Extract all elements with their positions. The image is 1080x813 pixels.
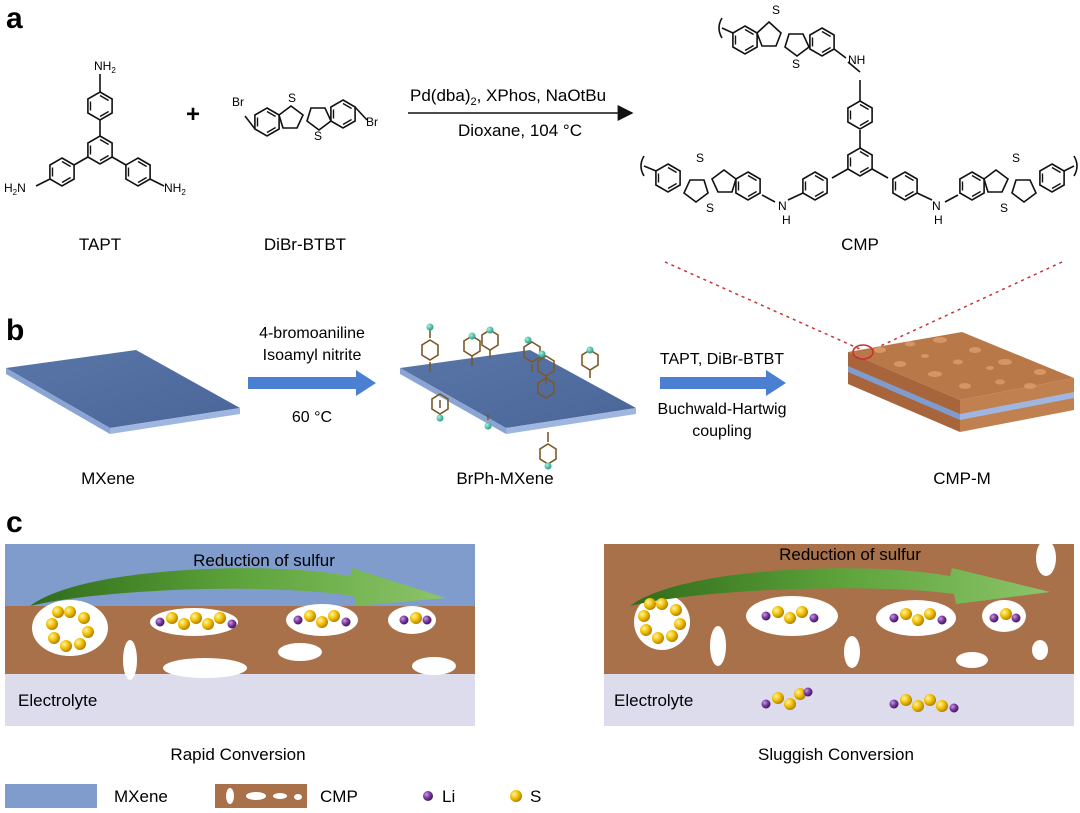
electrolyte-label-left: Electrolyte: [18, 691, 97, 710]
legend-mxene-label: MXene: [114, 787, 168, 806]
s8-ring-right: [638, 598, 686, 644]
tapt-right-nh2: NH2: [164, 181, 186, 197]
tapt-label: TAPT: [79, 235, 121, 254]
step2-reaction-1: Buchwald-Hartwig: [658, 401, 787, 418]
cmp-m-label: CMP-M: [933, 469, 991, 488]
s-top: S: [288, 91, 296, 105]
panel-letter-b: b: [6, 314, 24, 347]
dibr-btbt-label: DiBr-BTBT: [264, 235, 346, 254]
zoom-line-left: [664, 261, 863, 351]
li2s-left: [399, 612, 432, 625]
reduction-label-left: Reduction of sulfur: [193, 551, 335, 570]
cmp-label: CMP: [841, 235, 879, 254]
br-right: Br: [366, 115, 378, 129]
cmp-h-left: H: [782, 213, 791, 227]
cmp-h-right: H: [934, 213, 943, 227]
cmp-structure: [640, 17, 1078, 203]
legend-s-marker: [510, 790, 522, 802]
cmp-s-5: S: [1012, 151, 1020, 165]
electrolyte-layer-right: [604, 674, 1074, 726]
cmp-s-3: S: [696, 151, 704, 165]
step2-reagents: TAPT, DiBr-BTBT: [660, 351, 784, 368]
polysulfide-chain-1: [155, 612, 237, 630]
mxene-slab: [6, 350, 240, 434]
brph-mxene-label: BrPh-MXene: [456, 469, 553, 488]
legend-s-label: S: [530, 787, 541, 806]
sluggish-conversion-caption: Sluggish Conversion: [758, 745, 914, 764]
legend-cmp-swatch: [215, 784, 307, 808]
legend-cmp-label: CMP: [320, 787, 358, 806]
step2-reaction-2: coupling: [692, 423, 752, 440]
electrolyte-label-right: Electrolyte: [614, 691, 693, 710]
panel-a: a NH2 H2N NH2 TAPT +: [4, 2, 1078, 351]
tapt-left-h2n: H2N: [4, 181, 26, 197]
cmp-m-block: [848, 332, 1074, 432]
panel-letter-c: c: [6, 506, 23, 539]
li2s-right: [989, 608, 1021, 623]
polysulfide-chain-2: [293, 610, 351, 628]
tapt-top-nh2: NH2: [94, 59, 116, 75]
panel-c: c Reduction of sulfur Electrolyte: [5, 506, 1074, 808]
cmp-nh-top: NH: [848, 53, 865, 67]
reaction-conditions: Dioxane, 104 °C: [458, 121, 582, 140]
legend-li-marker: [423, 791, 433, 801]
cmp-s-6: S: [1000, 201, 1008, 215]
rapid-conversion-caption: Rapid Conversion: [170, 745, 305, 764]
legend-li-label: Li: [442, 787, 455, 806]
zoom-line-right: [875, 261, 1063, 349]
dibr-btbt-structure: [244, 99, 368, 137]
cmp-n-right: N: [932, 199, 941, 213]
s-bottom: S: [314, 129, 322, 143]
electrolyte-layer: [5, 674, 475, 726]
step2-arrow: [660, 370, 786, 396]
step1-reagent-1: 4-bromoaniline: [259, 325, 365, 342]
cmp-n-left: N: [778, 199, 787, 213]
step1-temperature: 60 °C: [292, 409, 332, 426]
reduction-arrow-left: [30, 568, 446, 606]
legend: MXene CMP Li S: [5, 784, 541, 808]
br-left: Br: [232, 95, 244, 109]
panel-letter-a: a: [6, 2, 23, 35]
legend-mxene-swatch: [5, 784, 97, 808]
mxene-label: MXene: [81, 469, 135, 488]
cmp-s-4: S: [706, 201, 714, 215]
dissolved-polysulfide-1: [761, 687, 813, 710]
brph-mxene-slab: [400, 323, 636, 470]
reduction-arrow-right: [630, 568, 1050, 606]
cmp-s-2: S: [792, 57, 800, 71]
sluggish-conversion-schematic: Reduction of sulfur Electrolyte: [604, 540, 1074, 764]
reduction-label-right: Reduction of sulfur: [779, 545, 921, 564]
cmp-s-1: S: [772, 3, 780, 17]
dissolved-polysulfide-2: [889, 694, 959, 713]
step1-reagent-2: Isoamyl nitrite: [263, 347, 362, 364]
rapid-conversion-schematic: Reduction of sulfur Electrolyte: [5, 544, 475, 764]
tapt-structure: [35, 74, 165, 187]
s8-ring-left: [46, 606, 94, 652]
polysulfide-chain-3: [761, 606, 819, 624]
plus-sign: +: [186, 101, 200, 128]
step1-arrow: [248, 370, 376, 396]
reaction-reagents: Pd(dba)2, XPhos, NaOtBu: [410, 86, 606, 108]
polysulfide-chain-4: [889, 608, 947, 626]
panel-b: b MXene 4-bromoaniline Isoamyl nitrite 6…: [6, 314, 1074, 488]
